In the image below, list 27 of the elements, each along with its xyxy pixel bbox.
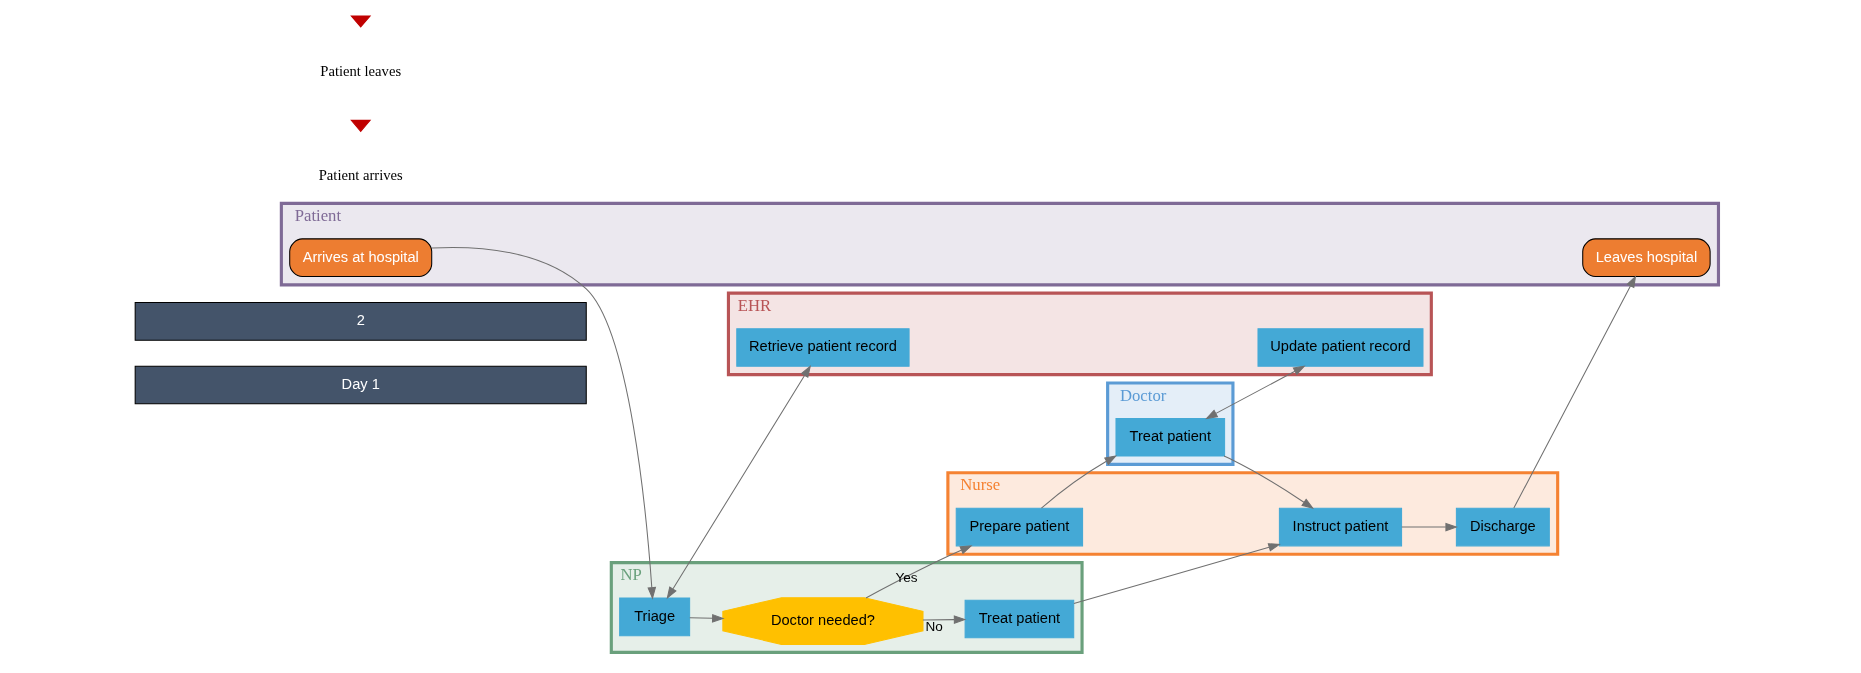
label: Patient leaves bbox=[319, 62, 401, 79]
node-box: Day 1 bbox=[134, 365, 587, 405]
label: Patient arrives bbox=[318, 167, 403, 184]
arrow bbox=[1204, 365, 1306, 420]
arrow bbox=[864, 545, 973, 599]
node-box: Arrives at hospital bbox=[288, 238, 432, 277]
node-box: Instruct patient bbox=[1278, 507, 1402, 547]
arrow bbox=[921, 615, 966, 625]
arrow bbox=[1072, 543, 1281, 605]
node-box: Triage bbox=[618, 597, 690, 637]
node-box: Discharge bbox=[1455, 507, 1550, 547]
arrow bbox=[1040, 455, 1117, 509]
arrow bbox=[1512, 275, 1636, 509]
arrow bbox=[666, 365, 811, 600]
arrow bbox=[1400, 522, 1458, 532]
arrow bbox=[688, 613, 725, 623]
node-box: Prepare patient bbox=[955, 507, 1083, 547]
node-box: Treat patient bbox=[964, 599, 1074, 639]
node-box: Treat patient bbox=[1114, 417, 1225, 457]
arrow bbox=[1223, 455, 1314, 510]
node-box: Leaves hospital bbox=[1581, 238, 1711, 277]
node-box: Update patient record bbox=[1257, 328, 1423, 367]
node-box: 2 bbox=[134, 302, 587, 341]
edge-label: Yes bbox=[895, 569, 918, 585]
edge-label: No bbox=[925, 618, 943, 634]
arrow bbox=[430, 246, 656, 600]
node-box: Retrieve patient record bbox=[735, 328, 910, 367]
